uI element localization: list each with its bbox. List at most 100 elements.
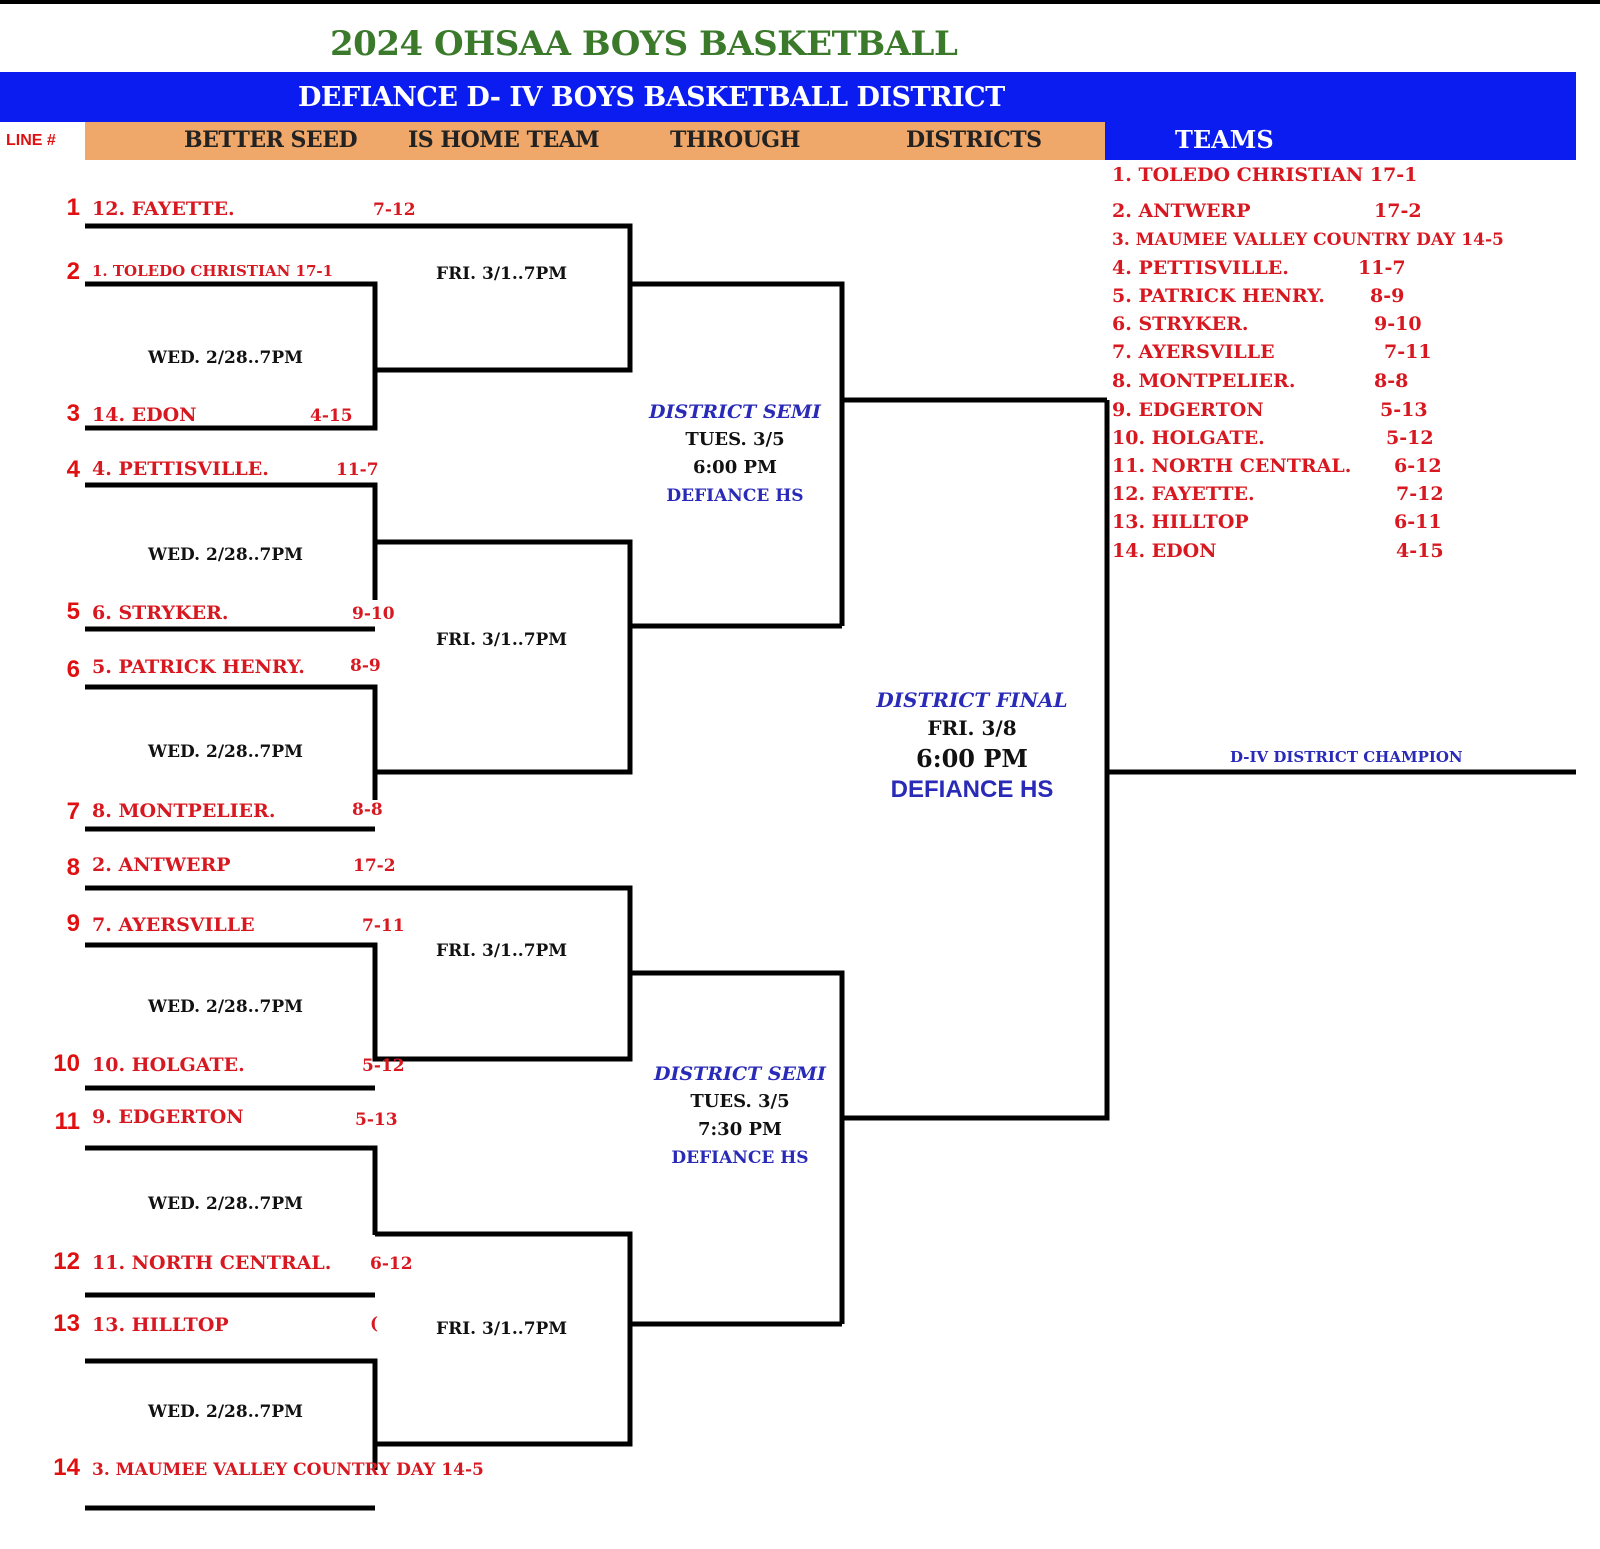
team-record: 9-10 [1374,313,1422,335]
final-date: FRI. 3/8 [927,716,1017,740]
team-name: 12. FAYETTE. [1112,483,1255,505]
bracket-line [85,223,845,626]
game-time: WED. 2/28..7PM [148,1194,303,1214]
teams-header: TEAMS [1175,125,1274,154]
team-list-item: 14. EDON 4-15 [1112,540,1444,562]
team-record: 6-11 [1394,511,1442,533]
page-title: 2024 OHSAA BOYS BASKETBALL [330,24,958,64]
team-list-item: 12. FAYETTE.7-12 [1112,483,1444,505]
team-list-item: 8. MONTPELIER.8-8 [1112,370,1408,392]
team-label: 13. HILLTOP [92,1314,229,1336]
semi-venue: DEFIANCE HS [671,1148,809,1168]
game-time: FRI. 3/1..7PM [436,264,568,284]
team-label: 1. TOLEDO CHRISTIAN 17-1 [92,262,334,280]
team-name: 9. EDGERTON [1112,399,1264,421]
line-number: 3 [66,400,80,427]
line-number: 1 [66,194,80,221]
team-record: 17-2 [353,856,396,876]
team-label: 6. STRYKER. [92,602,229,624]
team-record: 8-9 [350,656,381,676]
team-list-item: 13. HILLTOP 6-11 [1112,511,1442,533]
semi-venue: DEFIANCE HS [666,486,804,506]
team-list-item: 6. STRYKER. 9-10 [1112,313,1422,335]
semi-time: 7:30 PM [698,1119,782,1140]
game-time: WED. 2/28..7PM [148,1402,303,1422]
team-name: 6. STRYKER. [1112,313,1249,335]
team-name: 7. AYERSVILLE [1112,341,1275,363]
game-time: FRI. 3/1..7PM [436,630,568,650]
header-col: IS HOME TEAM [408,127,600,153]
final-venue: DEFIANCE HS [890,776,1054,803]
team-label: 14. EDON [92,404,197,426]
line-number: 2 [66,258,80,285]
header-strip [85,122,1105,160]
team-list-item: 1. TOLEDO CHRISTIAN 17-1 [1112,164,1417,186]
champion-label: D-IV DISTRICT CHAMPION [1230,748,1463,766]
team-record: 4-15 [1396,540,1444,562]
team-record: 7-12 [373,200,416,220]
district-semi-2: DISTRICT SEMI TUES. 3/5 7:30 PM DEFIANCE… [630,1060,850,1172]
bracket-line [85,397,1107,832]
team-record: ( [370,1314,379,1334]
team-record: 8-8 [1374,370,1409,392]
team-name: 1. TOLEDO CHRISTIAN [1112,164,1364,186]
line-number-header: LINE # [6,132,56,149]
team-record: 11-7 [1358,257,1406,279]
team-label: 4. PETTISVILLE. [92,458,269,480]
semi-title: DISTRICT SEMI [654,1063,826,1085]
team-record: 7-11 [362,916,405,936]
team-name: 13. HILLTOP [1112,511,1249,533]
team-record: 11-7 [336,460,379,480]
team-name: 11. NORTH CENTRAL. [1112,455,1352,477]
line-number: 4 [66,456,80,483]
line-number: 13 [53,1310,80,1337]
line-number: 5 [66,598,80,625]
team-record: 8-8 [352,800,383,820]
team-label: 3. MAUMEE VALLEY COUNTRY DAY 14-5 [92,1460,484,1480]
district-semi-1: DISTRICT SEMI TUES. 3/5 6:00 PM DEFIANCE… [625,398,845,510]
semi-date: TUES. 3/5 [685,429,785,450]
semi-title: DISTRICT SEMI [649,401,821,423]
team-name: 4. PETTISVILLE. [1112,257,1289,279]
game-time: WED. 2/28..7PM [148,742,303,762]
line-number: 8 [66,854,80,881]
teams-header-bg [1105,122,1576,160]
team-list-item: 5. PATRICK HENRY.8-9 [1112,285,1404,307]
team-list-item: 3. MAUMEE VALLEY COUNTRY DAY 14-5 [1112,230,1504,250]
team-label: 11. NORTH CENTRAL. [92,1252,332,1274]
final-title: DISTRICT FINAL [876,688,1068,712]
line-number: 7 [66,798,80,825]
line-number: 10 [53,1050,80,1077]
team-record: 9-10 [352,604,395,624]
team-record: 14-5 [1461,230,1504,250]
line-number: 11 [54,1108,80,1135]
team-record: 4-15 [310,406,353,426]
team-list-item: 10. HOLGATE.5-12 [1112,427,1434,449]
game-time: WED. 2/28..7PM [148,545,303,565]
line-number: 12 [53,1248,80,1275]
team-record: 5-13 [355,1110,398,1130]
team-record: 17-1 [1369,164,1418,186]
team-name: 3. MAUMEE VALLEY COUNTRY DAY [1112,230,1456,250]
top-border [0,0,1600,4]
team-record: 8-9 [1370,285,1405,307]
line-number: 14 [53,1454,80,1481]
team-name: 14. EDON [1112,540,1217,562]
header-col: BETTER SEED [184,127,358,153]
district-final: DISTRICT FINAL FRI. 3/8 6:00 PM DEFIANCE… [852,686,1092,804]
header-col: DISTRICTS [906,127,1042,153]
team-record: 7-11 [1384,341,1432,363]
team-record: 6-12 [370,1254,413,1274]
team-list-item: 4. PETTISVILLE. 11-7 [1112,257,1406,279]
team-list-item: 7. AYERSVILLE 7-11 [1112,341,1432,363]
game-time: WED. 2/28..7PM [148,997,303,1017]
team-name: 2. ANTWERP [1112,200,1251,222]
team-record: 6-12 [1394,455,1442,477]
bracket-line [85,400,1576,1511]
team-label: 5. PATRICK HENRY. [92,656,305,678]
team-label: 10. HOLGATE. [92,1054,245,1076]
